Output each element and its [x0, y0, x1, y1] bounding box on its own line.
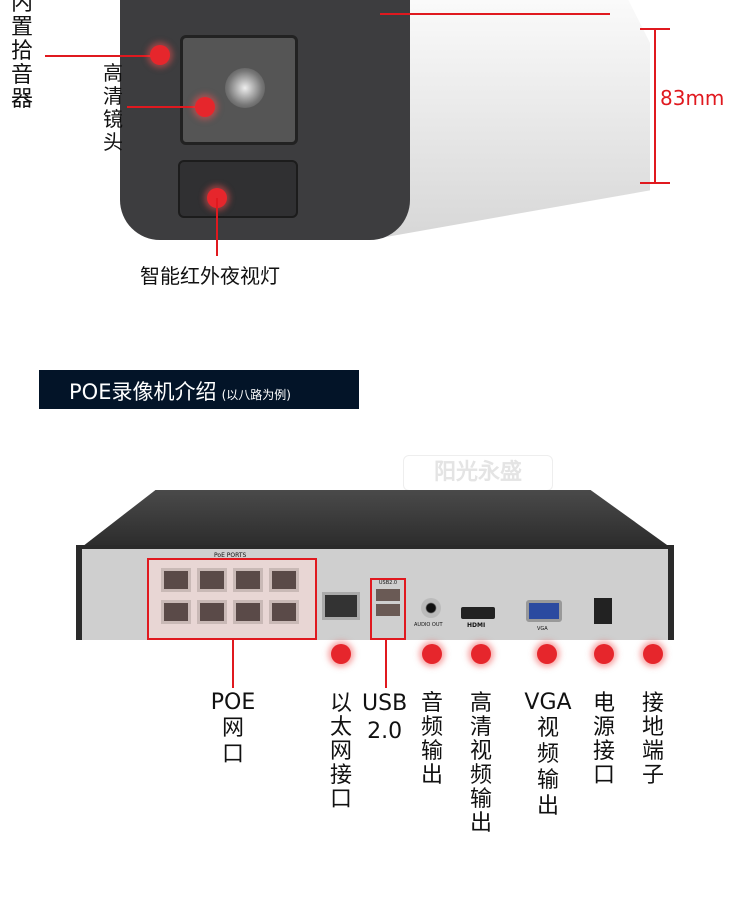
nvr-top [78, 490, 674, 550]
poe-ports-highlight: PoE PORTS [147, 552, 317, 640]
label-vga-2: 视频输出 [536, 716, 559, 819]
label-ir: 智能红外夜视灯 [140, 264, 280, 288]
label-lens: 高清镜头 [103, 61, 123, 154]
label-audio: 音频输出 [420, 691, 443, 788]
camera-body [380, 0, 650, 238]
label-vga-1: VGA [524, 690, 572, 715]
poe-silk: PoE PORTS [214, 552, 247, 559]
ethernet-port [322, 592, 360, 620]
label-poe-2: 网口 [221, 716, 244, 767]
label-usb-1: USB [362, 691, 408, 716]
lens-window [180, 35, 298, 145]
section-title: POE录像机介绍 [69, 380, 217, 404]
section-subtitle: (以八路为例) [221, 388, 291, 402]
vga-port [526, 600, 562, 622]
vga-silk: VGA [537, 626, 548, 632]
usb-silk: USB2.0 [378, 580, 398, 586]
label-usb: USB 2.0 [362, 690, 407, 746]
label-poe: POE 网口 [205, 690, 261, 768]
watermark: 阳光永盛 [403, 455, 553, 491]
label-ethernet: 以太网接口 [329, 691, 352, 812]
label-vga: VGA 视频输出 [520, 690, 576, 820]
hdmi-port [461, 607, 495, 619]
lens [225, 68, 265, 108]
label-ground: 接地端子 [641, 691, 664, 788]
ir-window [178, 160, 298, 218]
audio-port [421, 598, 441, 618]
label-usb-2: 2.0 [367, 719, 403, 744]
section-banner: POE录像机介绍 (以八路为例) [39, 370, 359, 409]
audio-silk: AUDIO OUT [414, 622, 443, 628]
power-port [594, 598, 612, 624]
label-poe-1: POE [210, 690, 256, 715]
label-hdmi: 高清视频输出 [469, 691, 492, 836]
label-power: 电源接口 [592, 691, 615, 788]
label-mic: 内置拾音器 [10, 0, 33, 112]
dimension-label: 83mm [660, 86, 725, 110]
usb-highlight: USB2.0 [370, 578, 406, 640]
hdmi-silk: HDMI [467, 622, 486, 629]
